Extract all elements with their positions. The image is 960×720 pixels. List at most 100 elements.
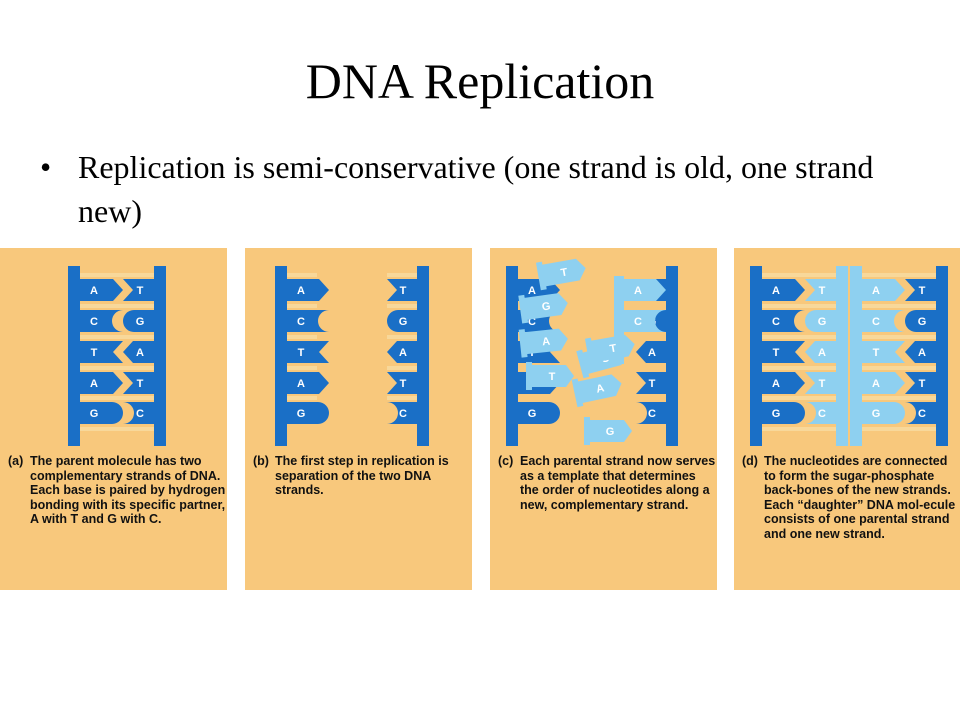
panel-c-left-parent-strand bbox=[506, 266, 518, 446]
panel-d-left-daughter-base-T bbox=[762, 341, 805, 363]
panel-c-base-label: A bbox=[648, 347, 656, 359]
panel-d-left-daughter-base-T bbox=[805, 372, 836, 394]
panel-a-hydrogen-bond bbox=[80, 335, 154, 339]
bullet-text: Replication is semi-conservative (one st… bbox=[78, 149, 874, 229]
panel-d-left-daughter-base-label: T bbox=[819, 285, 826, 297]
panel-c-free-nucleotide: T bbox=[584, 334, 635, 367]
panel-c-base-label: C bbox=[648, 408, 656, 420]
panel-a-base-T bbox=[123, 372, 154, 394]
panel-c-free-nucleotide: A bbox=[518, 328, 568, 358]
panel-b-left-strand bbox=[275, 266, 287, 446]
panel-a-base-label: G bbox=[136, 316, 145, 328]
panel-d-left-daughter-base-label: T bbox=[819, 378, 826, 390]
panel-c-free-nucleotide-block bbox=[588, 420, 632, 442]
panel-d-right-daughter-base-A bbox=[905, 341, 936, 363]
panel-b-base-C bbox=[387, 402, 417, 424]
panel-c-new-base-label: A bbox=[634, 285, 642, 297]
panel-c-free-nucleotide-sugar bbox=[571, 378, 584, 408]
panel-a-hydrogen-bond bbox=[80, 273, 154, 277]
panel-c-free-nucleotide-label: T bbox=[549, 371, 556, 383]
panel-c-base-G bbox=[518, 402, 560, 424]
panel-c-free-nucleotide-block bbox=[522, 293, 568, 320]
panel-d-right-daughter-hydrogen-bond bbox=[862, 396, 936, 400]
panel-c-base-A bbox=[636, 341, 666, 363]
panel-d-right-daughter-base-T bbox=[862, 341, 905, 363]
panel-c-new-backbone-segment bbox=[614, 276, 624, 364]
panel-d-left-daughter-base-label: C bbox=[818, 408, 826, 420]
panel-d-right-daughter-base-T bbox=[905, 279, 936, 301]
panel-a-base-C bbox=[123, 402, 154, 424]
panel-d-right-daughter-hydrogen-bond bbox=[862, 273, 936, 277]
panel-b-base-label: C bbox=[399, 408, 407, 420]
panel-c-free-nucleotide-sugar bbox=[518, 294, 529, 324]
panel-d-left-daughter-base-label: T bbox=[773, 347, 780, 359]
panel-b-base-label: A bbox=[297, 285, 305, 297]
panel-c-free-nucleotide-label: T bbox=[560, 266, 569, 279]
panel-a-caption-text: The parent molecule has two complementar… bbox=[30, 454, 226, 527]
panel-c-new-base-C bbox=[624, 310, 666, 332]
panel-b-base-label: T bbox=[298, 347, 305, 359]
panel-a-hydrogen-bond bbox=[80, 366, 154, 370]
panel-c-base-T bbox=[636, 372, 666, 394]
panel-c-free-nucleotide-block bbox=[530, 365, 574, 387]
panel-d-left-daughter-hydrogen-bond bbox=[762, 335, 836, 339]
panel-c-free-nucleotide: G bbox=[584, 417, 632, 445]
panel-d-left-daughter-hydrogen-bond bbox=[762, 396, 836, 400]
panel-b-hydrogen-bond bbox=[387, 335, 417, 339]
panel-d-left-daughter-base-G bbox=[805, 310, 836, 332]
panel-c-free-nucleotide-label: G bbox=[606, 426, 615, 438]
panel-b-base-T bbox=[387, 279, 417, 301]
panel-d-right-daughter-hydrogen-bond bbox=[862, 304, 936, 308]
panel-c-free-nucleotide: T bbox=[535, 258, 586, 291]
panel-d-right-daughter-base-label: T bbox=[873, 347, 880, 359]
panel-b-hydrogen-bond bbox=[387, 396, 417, 400]
panel-b-caption-text: The first step in replication is separat… bbox=[275, 454, 449, 498]
panel-c-free-nucleotide: G bbox=[518, 293, 568, 324]
panel-a-base-label: A bbox=[90, 285, 98, 297]
panel-d-right-daughter-base-label: C bbox=[918, 408, 926, 420]
panel-c-free-nucleotide-label: A bbox=[595, 382, 605, 395]
panel-d-right-daughter-base-label: G bbox=[872, 408, 881, 420]
panel-c-free-nucleotide-sugar bbox=[584, 417, 590, 445]
panel-d-right-daughter-base-G bbox=[905, 310, 936, 332]
panel-a-base-label: T bbox=[137, 378, 144, 390]
panel-c-free-nucleotide-block bbox=[576, 374, 622, 404]
panel-d-left-daughter-base-label: C bbox=[772, 316, 780, 328]
panel-d-left-daughter-base-T bbox=[805, 279, 836, 301]
panel-a-base-C bbox=[80, 310, 123, 332]
panel-c-base-label: C bbox=[528, 316, 536, 328]
panel-c-free-nucleotide-sugar bbox=[526, 362, 532, 390]
panel-d-right-daughter-base-label: A bbox=[918, 347, 926, 359]
panel-b-base-G bbox=[387, 310, 417, 332]
panel-d-left-daughter-base-label: G bbox=[772, 408, 781, 420]
panel-d-left-daughter-hydrogen-bond bbox=[762, 304, 836, 308]
panel-d-left-daughter-base-A bbox=[805, 341, 836, 363]
panel-a-base-T bbox=[123, 279, 154, 301]
panel-b-base-label: A bbox=[399, 347, 407, 359]
panel-b-base-T bbox=[287, 341, 329, 363]
slide-title: DNA Replication bbox=[305, 53, 655, 109]
panel-b-hydrogen-bond bbox=[287, 273, 317, 277]
panel-a-hydrogen-bond bbox=[80, 427, 154, 431]
panel-d-left-daughter-right-backbone bbox=[836, 266, 848, 446]
panel-d-left-daughter-base-C bbox=[762, 310, 805, 332]
panel-c-free-nucleotide-block bbox=[589, 334, 635, 363]
panel-d-left-daughter-base-label: A bbox=[818, 347, 826, 359]
panel-c-free-nucleotide-block bbox=[522, 328, 568, 355]
panel-d-right-daughter-base-A bbox=[862, 279, 905, 301]
panel-c-free-nucleotide-label: A bbox=[542, 336, 551, 349]
panel-a-base-G bbox=[80, 402, 123, 424]
panel-d-left-daughter-base-label: A bbox=[772, 285, 780, 297]
panel-a-base-G bbox=[123, 310, 154, 332]
panel-d-right-daughter-base-C bbox=[905, 402, 936, 424]
panel-c-new-base-A bbox=[624, 279, 666, 301]
panel-b-base-A bbox=[287, 279, 329, 301]
panel-a-base-label: T bbox=[137, 285, 144, 297]
panel-b-base-A bbox=[387, 341, 417, 363]
panel-c-dna-diagram: ACTAGTGATCACTGATCTAG bbox=[506, 258, 678, 446]
panel-a-base-label: G bbox=[90, 408, 99, 420]
panel-d-left-daughter-hydrogen-bond bbox=[762, 427, 836, 431]
panel-d-label: (d) bbox=[742, 454, 758, 468]
